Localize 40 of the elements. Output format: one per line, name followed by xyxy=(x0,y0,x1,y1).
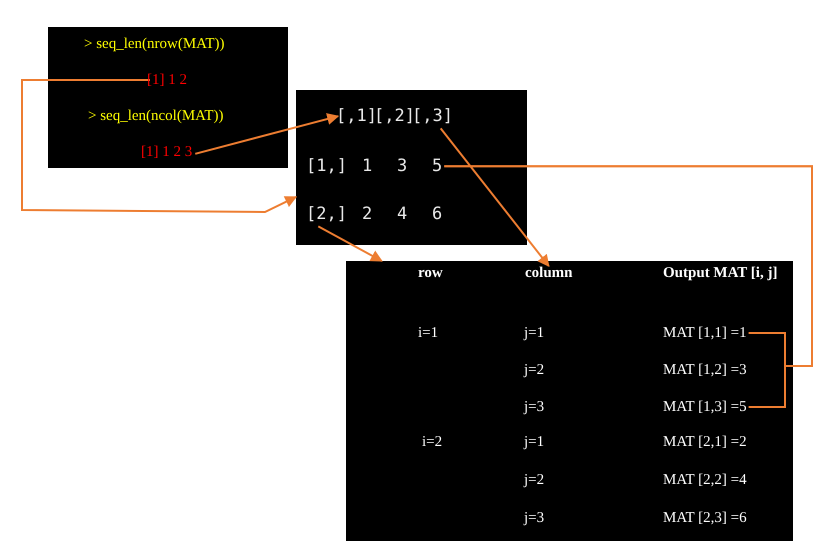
table-cell: j=3 xyxy=(524,398,544,416)
table-cell: j=1 xyxy=(524,433,544,451)
row-header: [1,] xyxy=(306,156,347,176)
code-line: > seq_len(ncol(MAT)) xyxy=(88,107,224,125)
table-panel xyxy=(346,261,793,541)
matrix-value: 6 xyxy=(432,204,442,224)
table-cell: i=1 xyxy=(418,324,438,342)
row-header: [2,] xyxy=(306,204,347,224)
table-cell: MAT [2,3] =6 xyxy=(663,509,747,527)
matrix-value: 1 xyxy=(362,156,372,176)
matrix-panel xyxy=(296,90,527,245)
console-panel xyxy=(48,27,288,168)
table-cell: MAT [2,2] =4 xyxy=(663,471,747,489)
code-line: > seq_len(nrow(MAT)) xyxy=(84,35,225,53)
table-cell: j=3 xyxy=(524,509,544,527)
table-cell: MAT [1,1] =1 xyxy=(663,324,747,342)
table-cell: MAT [1,3] =5 xyxy=(663,398,747,416)
output-line: [1] 1 2 3 xyxy=(141,143,192,161)
table-cell: j=2 xyxy=(524,361,544,379)
matrix-value: 5 xyxy=(432,156,442,176)
table-cell: j=2 xyxy=(524,471,544,489)
column-header: [,3] xyxy=(412,106,453,126)
table-header: Output MAT [i, j] xyxy=(663,264,788,282)
arrow xyxy=(195,113,340,155)
arrow xyxy=(440,128,550,267)
arrow xyxy=(21,79,298,213)
table-cell: MAT [2,1] =2 xyxy=(663,433,747,451)
arrow xyxy=(318,226,383,262)
matrix-value: 2 xyxy=(362,204,372,224)
table-cell: j=1 xyxy=(524,324,544,342)
column-header: [,2] xyxy=(374,106,415,126)
table-cell: MAT [1,2] =3 xyxy=(663,361,747,379)
table-header: row xyxy=(418,264,443,282)
table-cell: i=2 xyxy=(422,433,442,451)
matrix-value: 3 xyxy=(397,156,408,176)
table-header: column xyxy=(525,264,573,282)
matrix-value: 4 xyxy=(397,204,408,224)
column-header: [,1] xyxy=(336,106,377,126)
connector-line xyxy=(444,165,813,408)
output-line: [1] 1 2 xyxy=(147,71,187,89)
